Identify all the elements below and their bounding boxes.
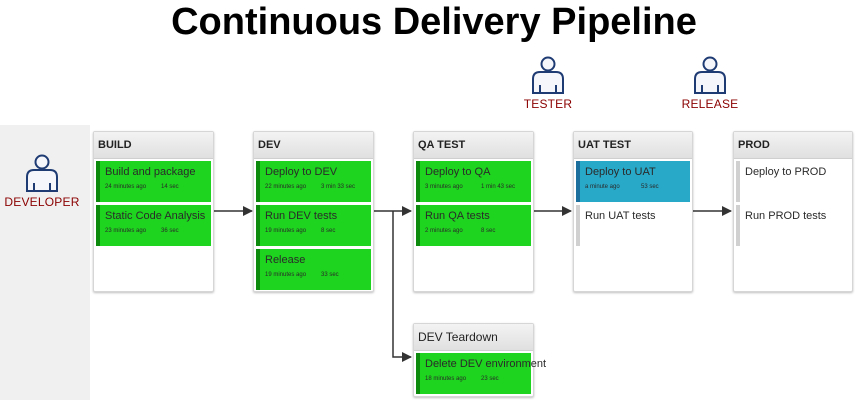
person-icon	[694, 56, 726, 94]
stage-prod[interactable]: PROD Deploy to PROD Run PROD tests	[733, 131, 853, 292]
job-name: Run QA tests	[425, 210, 490, 222]
job-duration: 1 min 43 sec	[481, 184, 516, 190]
stage-qa-test[interactable]: QA TEST Deploy to QA 3 minutes ago 1 min …	[413, 131, 534, 292]
job-name: Run PROD tests	[745, 210, 827, 222]
tester-role: TESTER	[503, 55, 593, 111]
job-name: Deploy to DEV	[265, 166, 338, 178]
stage-header: UAT TEST	[574, 132, 692, 159]
stage-build[interactable]: BUILD Build and package 24 minutes ago 14…	[93, 131, 214, 292]
job-name: Deploy to PROD	[745, 166, 827, 178]
stage-header: DEV	[254, 132, 373, 159]
job-run-uat-tests[interactable]: Run UAT tests	[576, 205, 690, 246]
stage-header: PROD	[734, 132, 852, 159]
job-deploy-to-dev[interactable]: Deploy to DEV 22 minutes ago 3 min 33 sec	[256, 161, 371, 202]
job-name: Build and package	[105, 166, 196, 178]
job-duration: 14 sec	[161, 184, 179, 190]
job-time-ago: 3 minutes ago	[425, 184, 463, 190]
stage-header: DEV Teardown	[414, 324, 533, 351]
person-icon	[26, 154, 58, 192]
job-time-ago: a minute ago	[585, 184, 620, 190]
job-time-ago: 18 minutes ago	[425, 376, 467, 382]
job-time-ago: 22 minutes ago	[265, 184, 307, 190]
stage-dev[interactable]: DEV Deploy to DEV 22 minutes ago 3 min 33…	[253, 131, 374, 292]
release-role: RELEASE	[665, 55, 755, 111]
job-duration: 3 min 33 sec	[321, 184, 356, 190]
job-deploy-to-uat[interactable]: Deploy to UAT a minute ago 53 sec	[576, 161, 690, 202]
job-delete-dev-environment[interactable]: Delete DEV environment 18 minutes ago 23 …	[416, 353, 547, 394]
release-label: RELEASE	[681, 97, 739, 111]
job-build-and-package[interactable]: Build and package 24 minutes ago 14 sec	[96, 161, 211, 202]
stage-uat-test[interactable]: UAT TEST Deploy to UAT a minute ago 53 se…	[573, 131, 693, 292]
job-run-dev-tests[interactable]: Run DEV tests 19 minutes ago 8 sec	[256, 205, 371, 246]
job-time-ago: 19 minutes ago	[265, 272, 307, 278]
job-name: Deploy to UAT	[585, 166, 656, 178]
job-name: Run DEV tests	[265, 210, 338, 222]
job-static-code-analysis[interactable]: Static Code Analysis 23 minutes ago 36 se…	[96, 205, 211, 246]
job-release[interactable]: Release 19 minutes ago 33 sec	[256, 249, 371, 290]
job-time-ago: 2 minutes ago	[425, 228, 463, 234]
person-icon	[532, 56, 564, 94]
developer-role: DEVELOPER	[0, 153, 87, 209]
job-deploy-to-qa[interactable]: Deploy to QA 3 minutes ago 1 min 43 sec	[416, 161, 531, 202]
job-time-ago: 24 minutes ago	[105, 184, 147, 190]
job-name: Static Code Analysis	[105, 210, 206, 222]
page-title: Continuous Delivery Pipeline	[171, 1, 697, 43]
job-name: Deploy to QA	[425, 166, 491, 178]
job-deploy-to-prod[interactable]: Deploy to PROD	[736, 161, 850, 202]
job-duration: 8 sec	[321, 228, 336, 234]
stage-header: BUILD	[94, 132, 213, 159]
job-run-prod-tests[interactable]: Run PROD tests	[736, 205, 850, 246]
stage-dev-teardown[interactable]: DEV Teardown Delete DEV environment 18 m…	[413, 323, 547, 397]
job-duration: 23 sec	[481, 376, 499, 382]
job-duration: 8 sec	[481, 228, 496, 234]
job-duration: 33 sec	[321, 272, 339, 278]
arrow-dev-to-teardown	[392, 211, 412, 362]
job-duration: 53 sec	[641, 184, 659, 190]
developer-label: DEVELOPER	[4, 195, 80, 209]
job-run-qa-tests[interactable]: Run QA tests 2 minutes ago 8 sec	[416, 205, 531, 246]
job-time-ago: 19 minutes ago	[265, 228, 307, 234]
job-name: Delete DEV environment	[425, 358, 547, 370]
job-name: Release	[265, 254, 306, 266]
tester-label: TESTER	[523, 97, 573, 111]
stage-header: QA TEST	[414, 132, 533, 159]
job-duration: 36 sec	[161, 228, 179, 234]
job-time-ago: 23 minutes ago	[105, 228, 147, 234]
job-name: Run UAT tests	[585, 210, 656, 222]
